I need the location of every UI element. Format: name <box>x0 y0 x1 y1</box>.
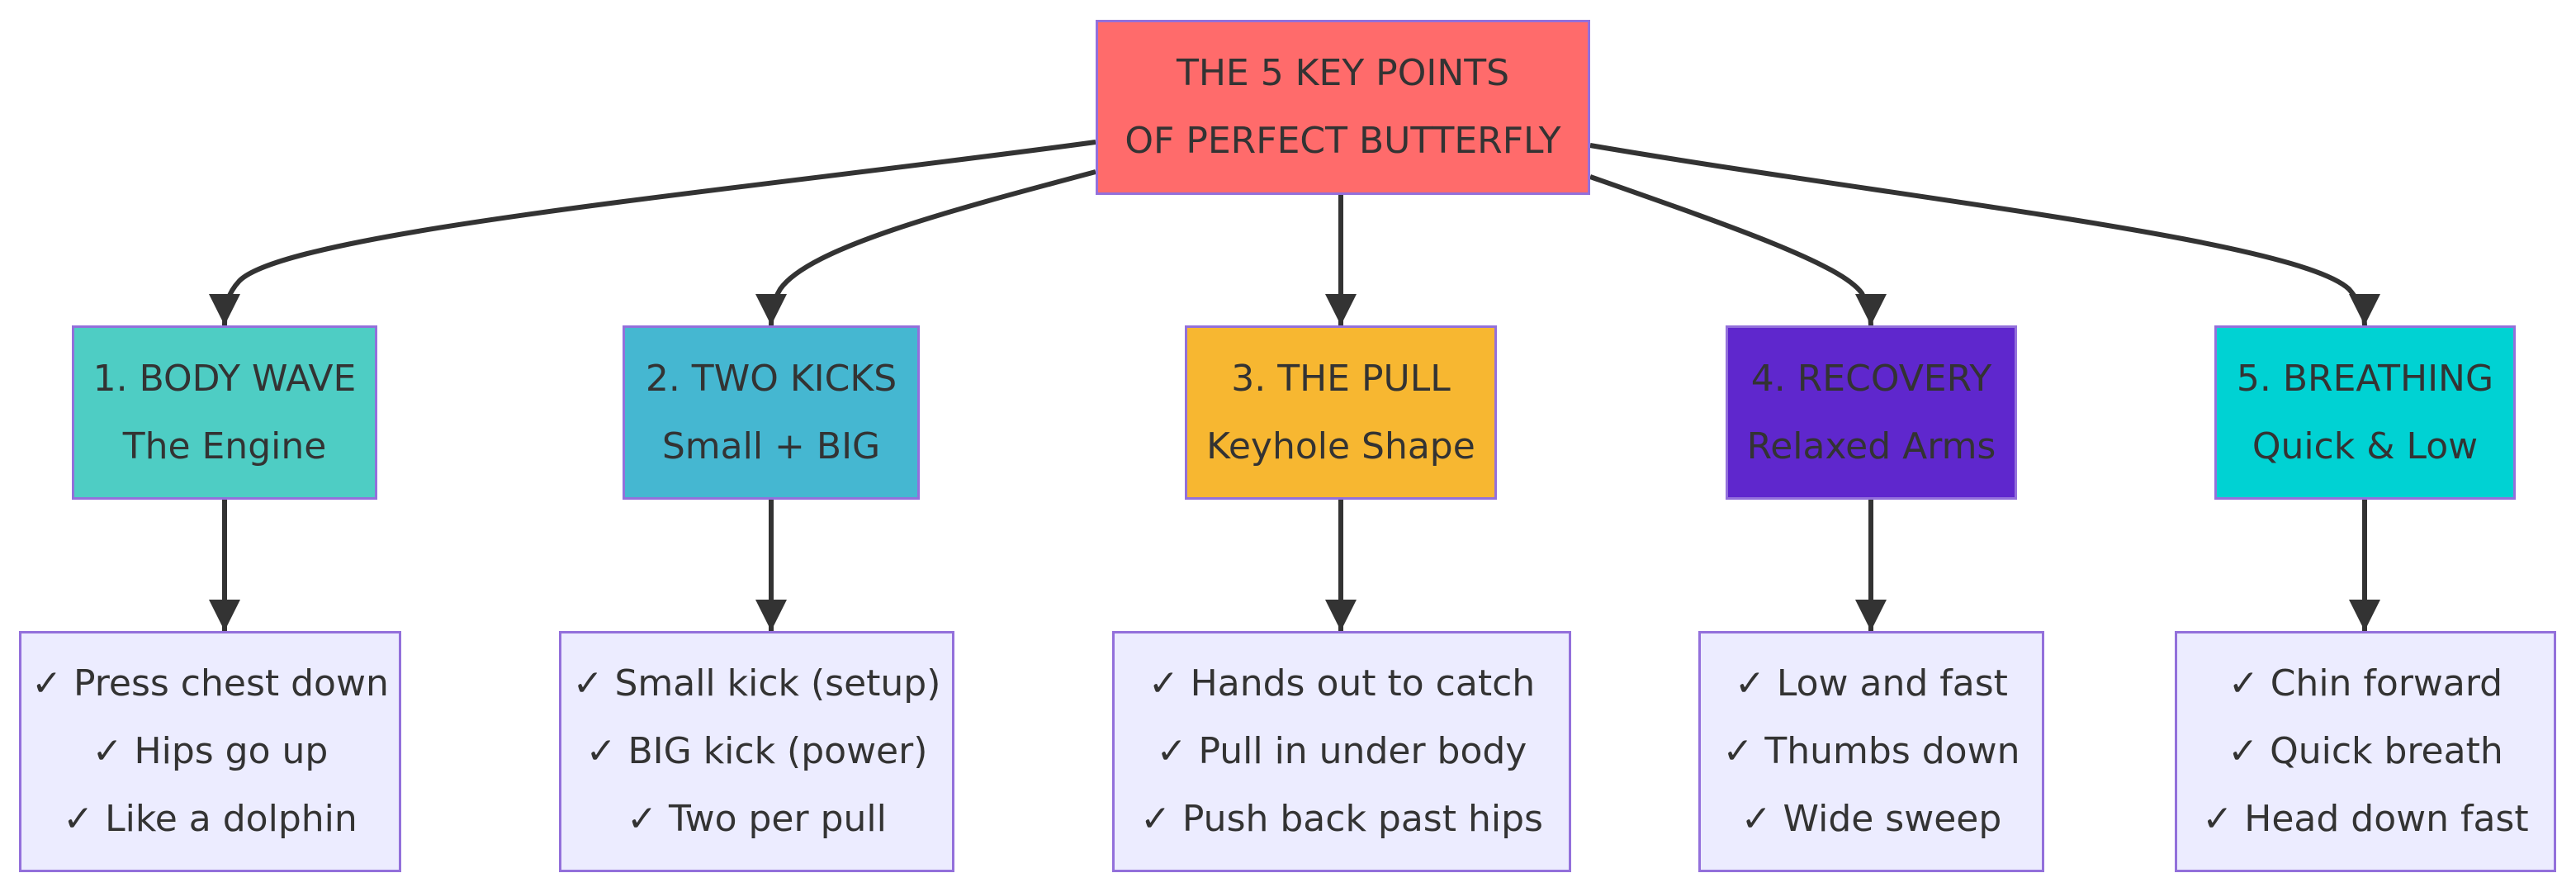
detail-item: ✓ Quick breath <box>2228 730 2503 772</box>
point-subtitle: Small + BIG <box>661 425 881 467</box>
details-node-the-pull: ✓ Hands out to catch ✓ Pull in under bod… <box>1112 631 1571 872</box>
point-subtitle: The Engine <box>122 425 327 467</box>
point-subtitle: Quick & Low <box>2252 425 2479 467</box>
point-node-the-pull: 3. THE PULL Keyhole Shape <box>1185 325 1497 500</box>
point-node-breathing: 5. BREATHING Quick & Low <box>2214 325 2516 500</box>
point-subtitle: Keyhole Shape <box>1206 425 1475 467</box>
detail-item: ✓ Wide sweep <box>1740 798 2002 840</box>
edge-root-to-breathing <box>1589 143 2380 326</box>
detail-item: ✓ Two per pull <box>627 798 887 840</box>
point-node-body-wave: 1. BODY WAVE The Engine <box>72 325 377 500</box>
detail-item: ✓ Press chest down <box>31 662 389 705</box>
edge-root-to-recovery <box>1589 174 1887 326</box>
point-subtitle: Relaxed Arms <box>1746 425 1996 467</box>
point-title: 2. TWO KICKS <box>645 357 897 400</box>
detail-item: ✓ Chin forward <box>2228 662 2503 705</box>
details-node-body-wave: ✓ Press chest down ✓ Hips go up ✓ Like a… <box>19 631 401 872</box>
edge-root-to-two-kicks <box>755 169 1096 326</box>
point-node-recovery: 4. RECOVERY Relaxed Arms <box>1726 325 2017 500</box>
detail-item: ✓ Pull in under body <box>1156 730 1527 772</box>
details-node-recovery: ✓ Low and fast ✓ Thumbs down ✓ Wide swee… <box>1698 631 2044 872</box>
point-title: 3. THE PULL <box>1231 357 1451 400</box>
detail-item: ✓ Small kick (setup) <box>572 662 941 705</box>
detail-item: ✓ Hips go up <box>92 730 329 772</box>
details-node-two-kicks: ✓ Small kick (setup) ✓ BIG kick (power) … <box>559 631 954 872</box>
root-node: THE 5 KEY POINTS OF PERFECT BUTTERFLY <box>1096 20 1590 195</box>
detail-item: ✓ BIG kick (power) <box>585 730 928 772</box>
detail-item: ✓ Hands out to catch <box>1148 662 1536 705</box>
detail-item: ✓ Push back past hips <box>1140 798 1543 840</box>
point-title: 4. RECOVERY <box>1750 357 1992 400</box>
point-title: 1. BODY WAVE <box>92 357 357 400</box>
root-title-line-1: THE 5 KEY POINTS <box>1176 52 1510 94</box>
detail-item: ✓ Head down fast <box>2202 798 2529 840</box>
point-title: 5. BREATHING <box>2236 357 2494 400</box>
root-title-line-2: OF PERFECT BUTTERFLY <box>1125 120 1561 162</box>
detail-item: ✓ Thumbs down <box>1722 730 2020 772</box>
detail-item: ✓ Low and fast <box>1735 662 2008 705</box>
details-node-breathing: ✓ Chin forward ✓ Quick breath ✓ Head dow… <box>2175 631 2556 872</box>
edge-root-to-body-wave <box>209 140 1096 326</box>
detail-item: ✓ Like a dolphin <box>63 798 358 840</box>
point-node-two-kicks: 2. TWO KICKS Small + BIG <box>623 325 920 500</box>
